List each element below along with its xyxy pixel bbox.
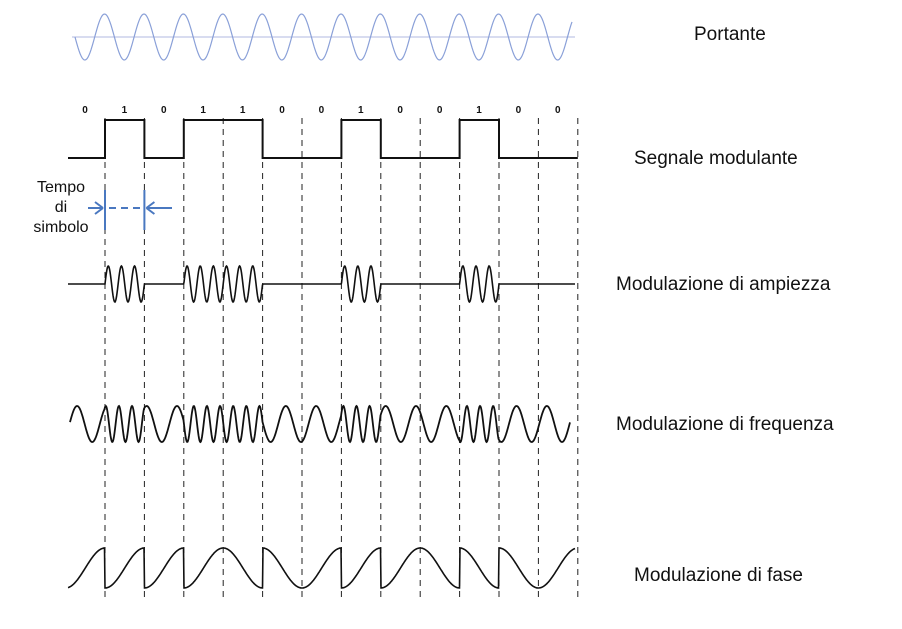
bit-label-1: 1 bbox=[122, 105, 128, 116]
carrier-wave bbox=[72, 13, 575, 61]
carrier-label: Portante bbox=[694, 24, 766, 45]
bit-label-0: 0 bbox=[82, 105, 88, 116]
right-arrow-head bbox=[145, 201, 155, 215]
symbol-time-line-2: di bbox=[54, 199, 68, 216]
bit-label-11: 0 bbox=[516, 105, 522, 116]
bit-label-5: 0 bbox=[279, 105, 285, 116]
am-label: Modulazione di ampiezza bbox=[616, 274, 831, 295]
symbol-boundary-lines bbox=[104, 118, 579, 598]
bit-label-4: 1 bbox=[240, 105, 246, 116]
pm-waveform bbox=[67, 547, 576, 589]
bit-label-12: 0 bbox=[555, 105, 561, 116]
bit-label-6: 0 bbox=[319, 105, 325, 116]
bit-label-8: 0 bbox=[397, 105, 403, 116]
symbol-time-arrows bbox=[88, 190, 172, 230]
modulating-signal bbox=[68, 119, 578, 159]
am-waveform bbox=[68, 264, 575, 304]
symbol-time-label: Tempo di simbolo bbox=[18, 178, 104, 238]
am-signal bbox=[68, 264, 575, 304]
pm-label: Modulazione di fase bbox=[634, 565, 803, 586]
bit-sequence: 0 1 0 1 1 0 0 1 0 0 1 0 0 bbox=[82, 105, 561, 116]
bit-label-7: 1 bbox=[358, 105, 364, 116]
square-wave bbox=[68, 119, 578, 159]
left-arrow-head bbox=[94, 201, 104, 215]
bit-label-9: 0 bbox=[437, 105, 443, 116]
bit-label-2: 0 bbox=[161, 105, 167, 116]
bit-label-10: 1 bbox=[476, 105, 482, 116]
fm-signal bbox=[69, 404, 571, 444]
symbol-time-line-3: simbolo bbox=[33, 219, 89, 236]
symbol-time-line-1: Tempo bbox=[36, 179, 86, 196]
fm-label: Modulazione di frequenza bbox=[616, 414, 834, 435]
pm-signal bbox=[67, 547, 576, 589]
bit-label-3: 1 bbox=[200, 105, 206, 116]
modulating-signal-label: Segnale modulante bbox=[634, 148, 798, 169]
carrier-sine bbox=[74, 13, 573, 61]
fm-waveform bbox=[69, 404, 571, 444]
